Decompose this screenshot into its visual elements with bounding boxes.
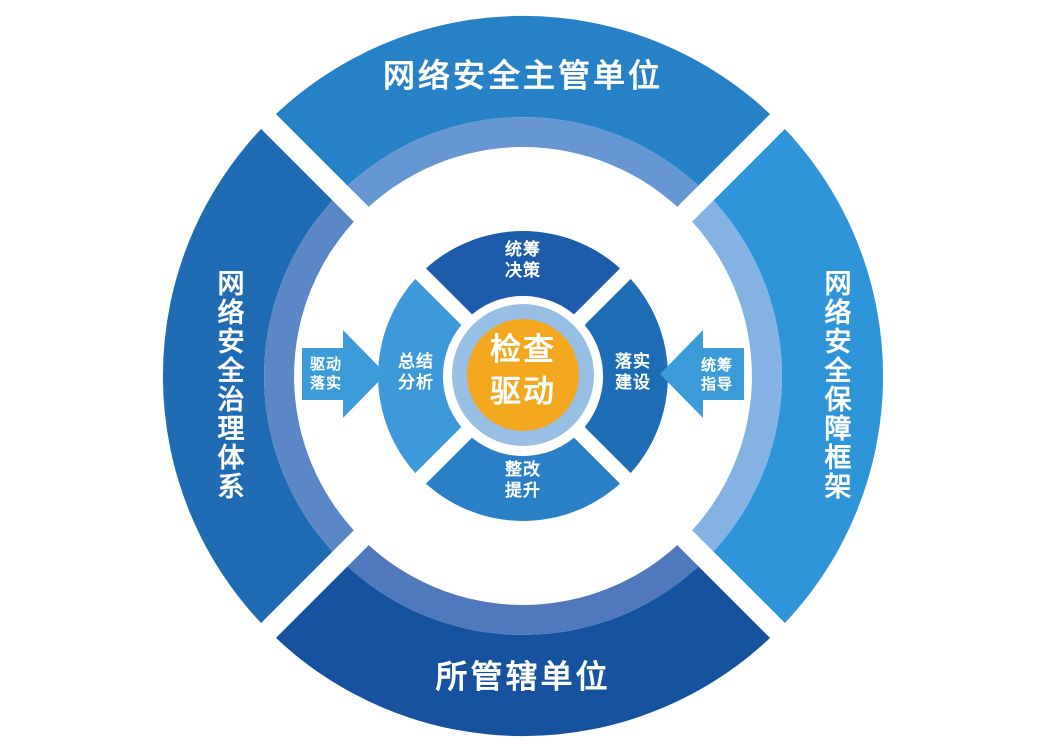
arrow-right-label: 统筹 指导 — [701, 356, 733, 394]
inner-segment-top — [420, 231, 626, 320]
inner-label-top: 统筹 决策 — [505, 240, 541, 282]
inner-label-right-line2: 建设 — [615, 373, 651, 393]
inner-segment-right — [579, 273, 668, 479]
center-label-line1: 检查 — [490, 332, 556, 368]
outer-segment-bottom — [268, 559, 778, 737]
inner-segment-bottom — [420, 432, 626, 521]
outer-segment-bottom-rim — [339, 537, 707, 635]
inner-label-left-line2: 分析 — [398, 373, 434, 393]
outer-segment-top-rim — [339, 117, 707, 215]
outer-segment-left-rim — [264, 192, 362, 560]
inner-segment-left — [378, 273, 467, 479]
outer-label-right: 网络安全保障框架 — [819, 269, 851, 501]
arrow-left-label-line1: 驱动 — [309, 355, 343, 373]
outer-segment-right-rim — [684, 192, 782, 560]
center-label-line2: 驱动 — [490, 374, 556, 410]
inner-label-top-line2: 决策 — [505, 261, 541, 281]
arrow-right-icon — [660, 330, 744, 418]
outer-label-left: 网络安全治理体系 — [212, 269, 244, 501]
outer-label-bottom: 所管辖单位 — [435, 657, 611, 696]
arrow-left-label: 驱动 落实 — [310, 355, 342, 393]
outer-segment-right — [706, 121, 884, 631]
inner-label-left-line1: 总结 — [398, 352, 434, 372]
inner-label-top-line1: 统筹 — [505, 240, 541, 260]
outer-segment-left — [162, 121, 340, 631]
arrow-right-label-line2: 指导 — [700, 375, 734, 393]
outer-label-top: 网络安全主管单位 — [382, 56, 664, 95]
arrow-left-label-line2: 落实 — [309, 374, 343, 392]
arrow-right-label-line1: 统筹 — [700, 356, 734, 374]
arrow-left-icon — [302, 330, 386, 418]
outer-segment-top — [268, 15, 778, 193]
inner-label-bottom-line2: 提升 — [505, 481, 541, 501]
inner-label-bottom-line1: 整改 — [505, 460, 541, 480]
inner-label-bottom: 整改 提升 — [505, 460, 541, 502]
inner-label-right-line1: 落实 — [615, 352, 651, 372]
inner-label-right: 落实 建设 — [615, 352, 651, 394]
center-circle — [467, 319, 579, 431]
center-label: 检查 驱动 — [490, 329, 556, 413]
inner-label-left: 总结 分析 — [398, 352, 434, 394]
